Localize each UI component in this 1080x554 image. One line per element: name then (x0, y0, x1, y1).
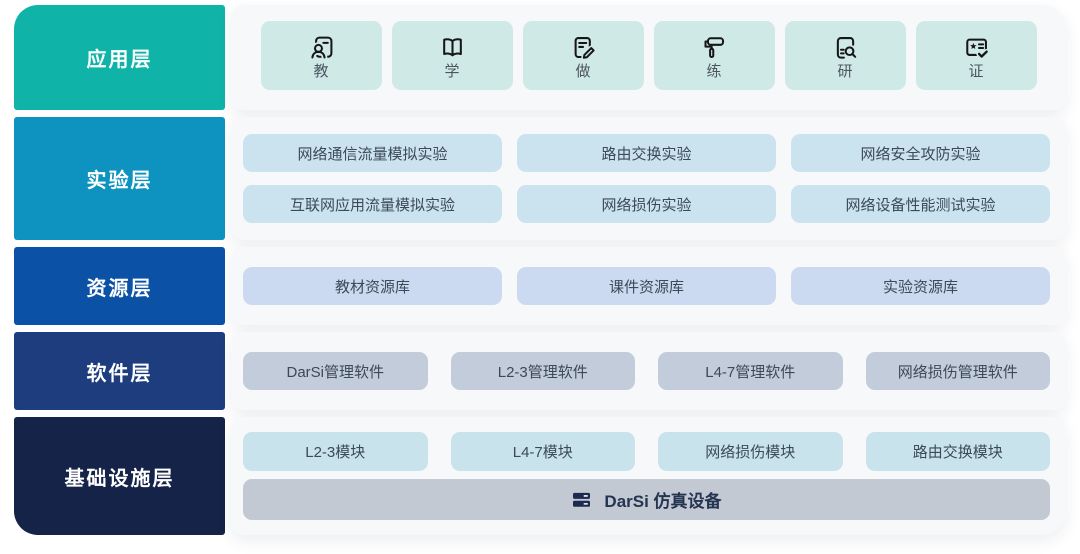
layer-label-experiment: 实验层 (14, 117, 225, 240)
infrastructure-layer-card: L2-3模块 L4-7模块 网络损伤模块 路由交换模块 DarSi 仿真设备 (231, 417, 1066, 535)
software-layer-row: 软件层 DarSi管理软件 L2-3管理软件 L4-7管理软件 网络损伤管理软件 (14, 332, 1066, 410)
paint-roller-icon (701, 32, 728, 62)
app-box-teach: 教 (260, 21, 382, 90)
certificate-icon (963, 32, 990, 62)
resource-box: 教材资源库 (243, 267, 502, 305)
device-bar: DarSi 仿真设备 (243, 479, 1050, 520)
app-box-certify: 证 (915, 21, 1037, 90)
app-box-practice: 练 (653, 21, 775, 90)
module-box: L4-7模块 (450, 432, 635, 471)
layer-label-software: 软件层 (14, 332, 225, 410)
open-book-icon (439, 32, 466, 62)
server-icon (571, 490, 592, 510)
experiment-box: 路由交换实验 (517, 134, 776, 172)
experiment-box: 网络损伤实验 (517, 185, 776, 223)
software-box: DarSi管理软件 (243, 352, 428, 390)
layer-label-infrastructure: 基础设施层 (14, 417, 225, 535)
architecture-diagram: 应用层 教 (14, 5, 1066, 535)
device-bar-label: DarSi 仿真设备 (604, 492, 722, 511)
app-label: 练 (706, 63, 722, 80)
app-label: 研 (837, 63, 853, 80)
layer-label-text: 应用层 (86, 49, 153, 71)
application-layer-row: 应用层 教 (14, 5, 1066, 110)
infrastructure-layer-row: 基础设施层 L2-3模块 L4-7模块 网络损伤模块 路由交换模块 Dar (14, 417, 1066, 535)
experiment-box: 网络安全攻防实验 (791, 134, 1050, 172)
software-box: L2-3管理软件 (450, 352, 635, 390)
resource-layer-row: 资源层 教材资源库 课件资源库 实验资源库 (14, 247, 1066, 325)
module-box: L2-3模块 (243, 432, 428, 471)
app-label: 证 (968, 63, 984, 80)
resource-box: 课件资源库 (517, 267, 776, 305)
layer-label-text: 资源层 (86, 277, 153, 300)
module-box: 网络损伤模块 (658, 432, 843, 471)
application-layer-card: 教 学 (231, 5, 1066, 110)
software-box: L4-7管理软件 (658, 352, 843, 390)
experiment-box: 网络通信流量模拟实验 (243, 134, 502, 172)
layer-label-resource: 资源层 (14, 247, 225, 325)
app-box-learn: 学 (391, 21, 513, 90)
experiment-box: 网络设备性能测试实验 (791, 185, 1050, 223)
software-layer-card: DarSi管理软件 L2-3管理软件 L4-7管理软件 网络损伤管理软件 (231, 332, 1066, 410)
teacher-icon (308, 32, 335, 62)
module-grid: L2-3模块 L4-7模块 网络损伤模块 路由交换模块 (243, 432, 1050, 471)
resource-layer-card: 教材资源库 课件资源库 实验资源库 (231, 247, 1066, 325)
software-box: 网络损伤管理软件 (865, 352, 1050, 390)
module-box: 路由交换模块 (865, 432, 1050, 471)
resource-box: 实验资源库 (791, 267, 1050, 305)
app-label: 学 (444, 63, 460, 80)
app-box-do: 做 (522, 21, 644, 90)
app-label: 教 (313, 63, 329, 80)
experiment-layer-card: 网络通信流量模拟实验 路由交换实验 网络安全攻防实验 互联网应用流量模拟实验 网… (231, 117, 1066, 240)
app-box-research: 研 (784, 21, 906, 90)
layer-label-application: 应用层 (14, 5, 225, 110)
experiment-layer-row: 实验层 网络通信流量模拟实验 路由交换实验 网络安全攻防实验 互联网应用流量模拟… (14, 117, 1066, 240)
app-label: 做 (575, 63, 591, 80)
layer-label-text: 基础设施层 (64, 467, 175, 490)
doc-search-icon (832, 32, 859, 62)
experiment-box: 互联网应用流量模拟实验 (243, 185, 502, 223)
layer-label-text: 软件层 (86, 362, 153, 385)
layer-label-text: 实验层 (86, 170, 153, 192)
edit-note-icon (570, 32, 597, 62)
